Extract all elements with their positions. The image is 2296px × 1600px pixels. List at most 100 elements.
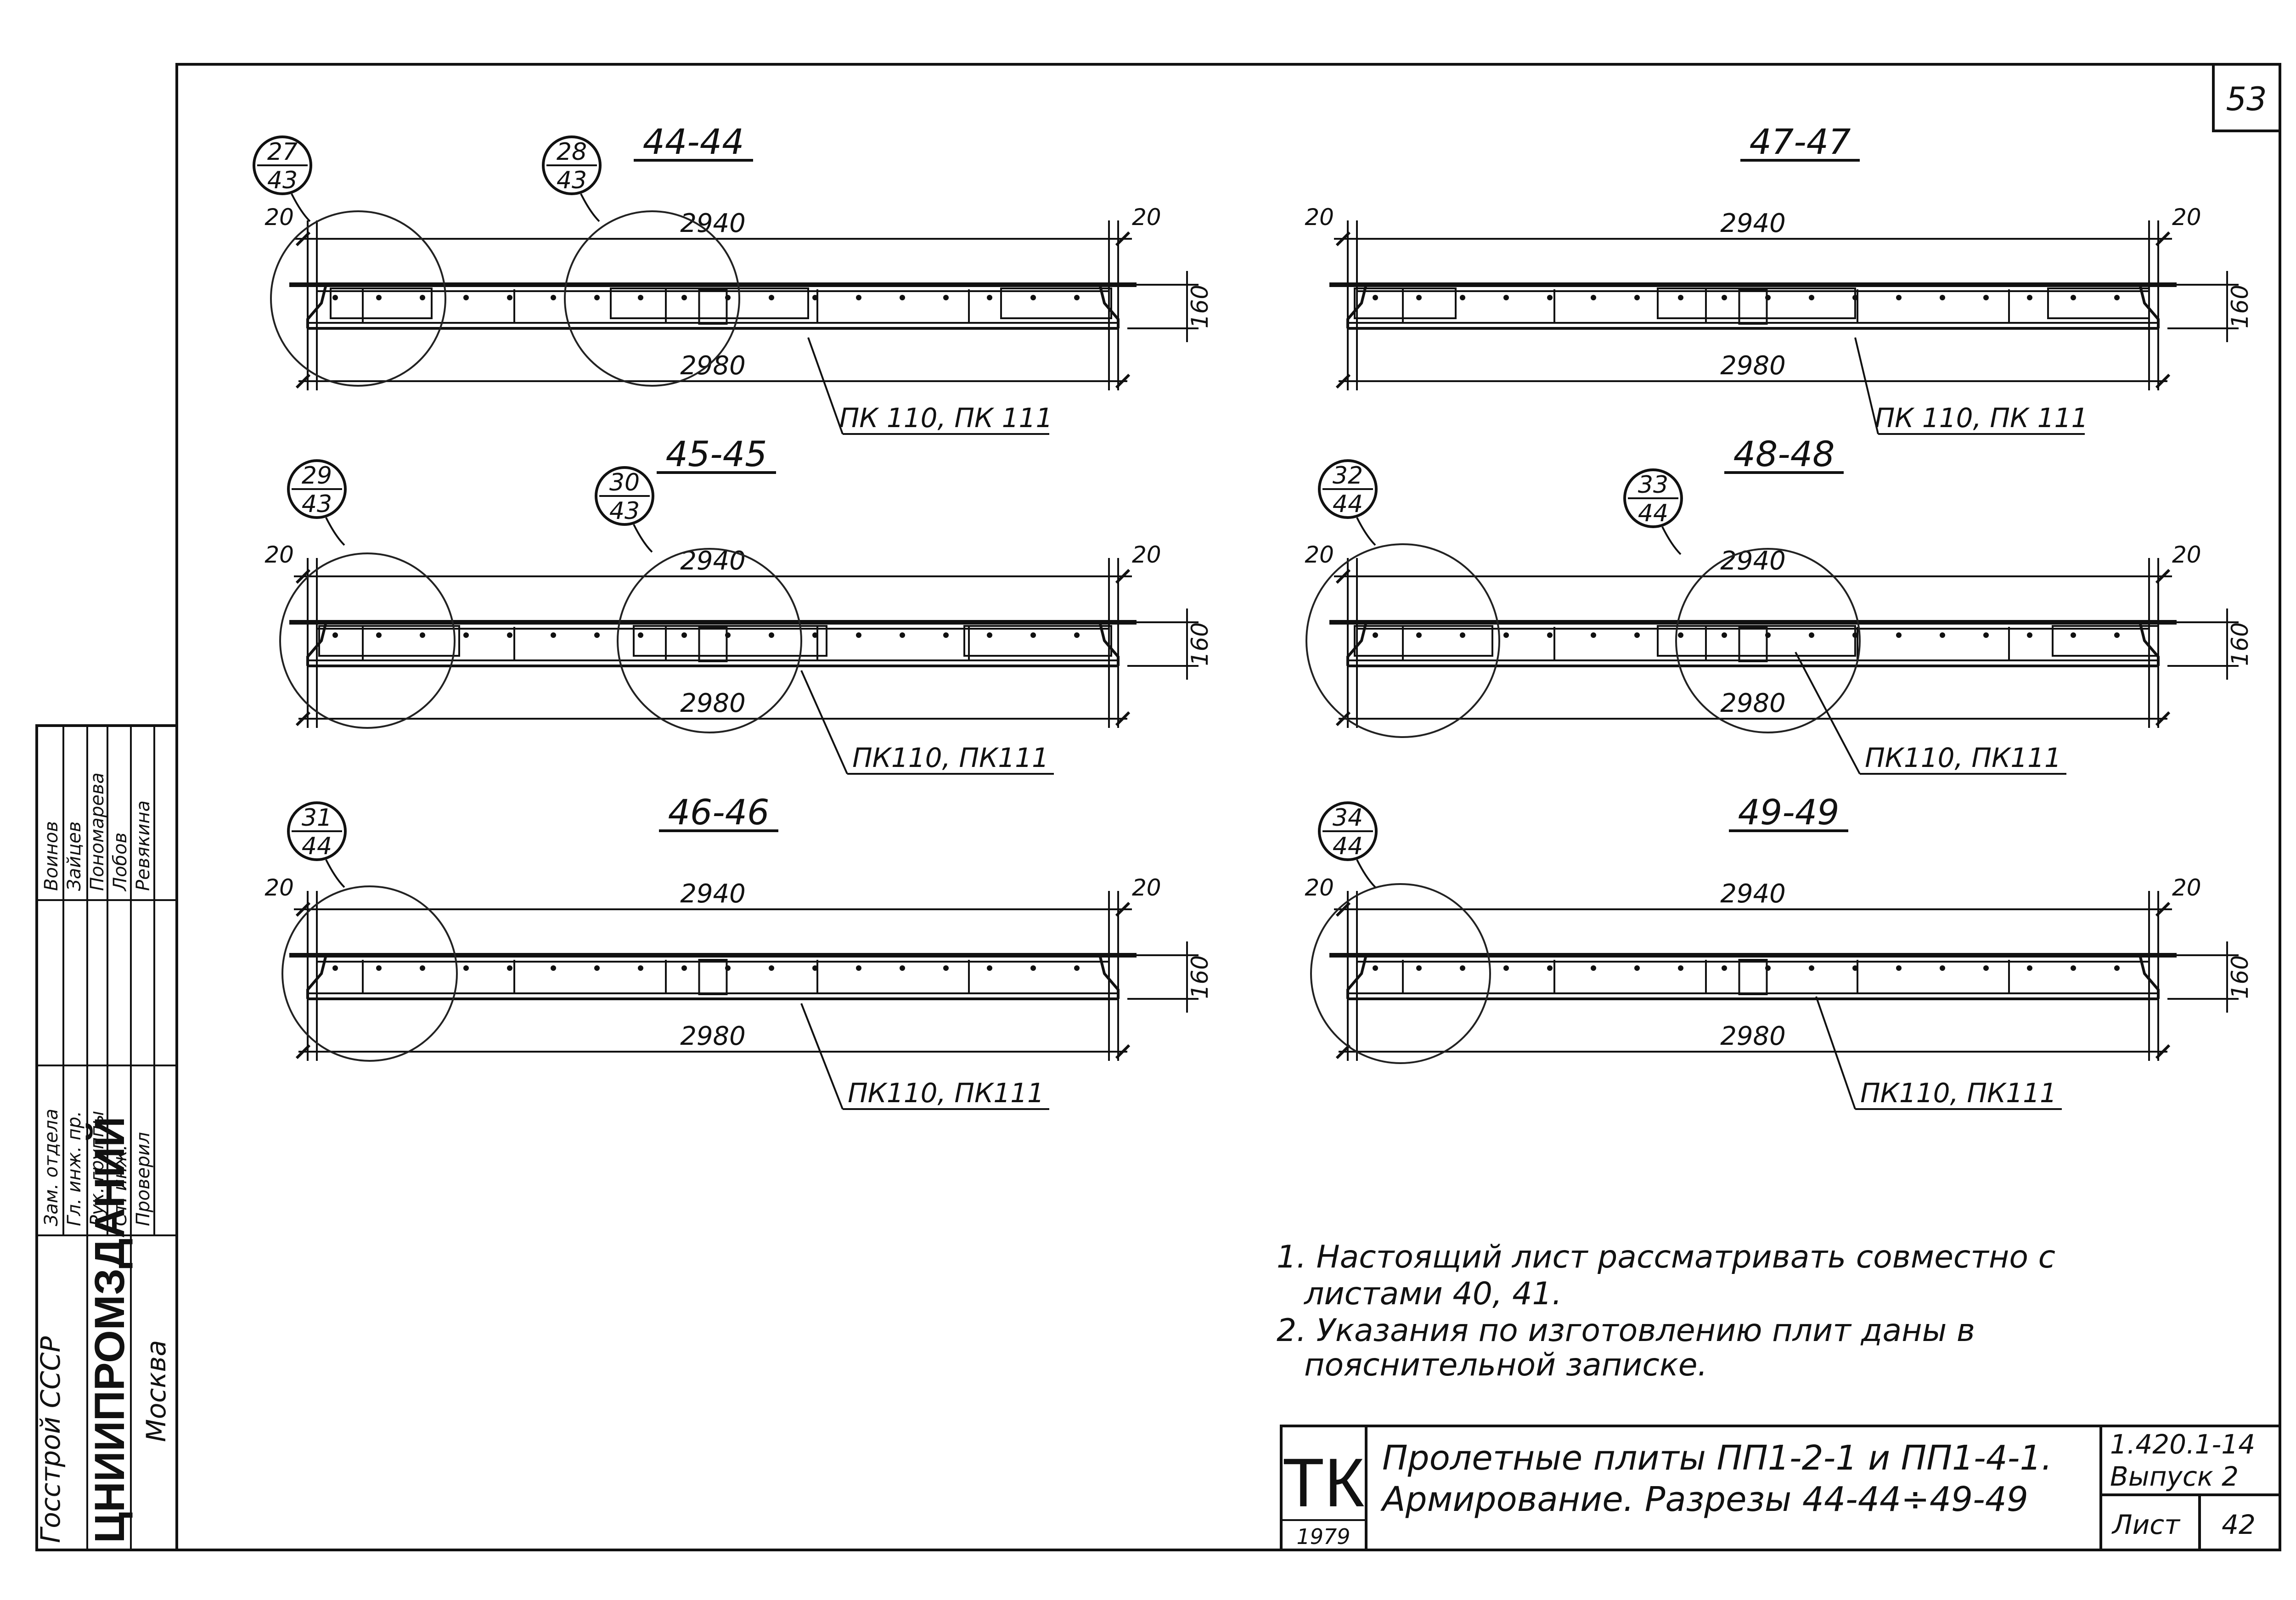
- note-line-1: 1. Настоящий лист рассматривать совместн…: [1277, 1239, 2055, 1275]
- section-title: 46-46: [668, 792, 770, 833]
- dim-tick: [295, 231, 311, 247]
- rebar-dot: [1678, 965, 1683, 971]
- rebar-dot: [900, 965, 905, 971]
- page-number-box: 53: [2212, 63, 2281, 132]
- stamp-name: Зайцев: [64, 821, 85, 891]
- label-leader: [807, 337, 844, 434]
- callout-bottom: 43: [302, 490, 332, 518]
- callout-bottom: 43: [609, 497, 640, 525]
- detail-circle: [281, 885, 458, 1062]
- callout-circle: [287, 459, 347, 519]
- stamp-role-row: Гл. инж. пр.: [64, 1111, 85, 1226]
- stamp-role: Гл. инж. пр.: [64, 1111, 85, 1226]
- dim-label-left: 20: [1305, 541, 1334, 568]
- dim-tick: [1335, 373, 1351, 389]
- section-label: ПК110, ПК111: [852, 742, 1049, 773]
- rebar-dot: [638, 965, 643, 971]
- rebar-dot: [987, 632, 992, 638]
- rib-outline: [610, 287, 809, 319]
- label-leader: [800, 1003, 844, 1110]
- rebar-dot: [856, 295, 861, 300]
- rebar-dot: [1678, 632, 1683, 638]
- detail-circle: [1310, 883, 1491, 1064]
- stamp-role: Рук. группы: [87, 1111, 108, 1226]
- dim-tick: [1115, 901, 1131, 917]
- stamp-name-row: Лобов: [110, 833, 131, 892]
- side-stamp: Госстрой СССР ЦНИИПРОМЗДАНИЙ Москва Зам.…: [35, 724, 178, 1551]
- stamp-name: Пономарева: [87, 772, 108, 891]
- rebar-dot: [1896, 965, 1902, 971]
- callout-bottom: 44: [302, 833, 332, 860]
- callout-top: 30: [609, 469, 640, 496]
- label-leader: [1795, 652, 1861, 774]
- title-line-1: Пролетные плиты ПП1-2-1 и ПП1-4-1.: [1382, 1438, 2052, 1478]
- dim-tick: [295, 711, 311, 727]
- title-year: 1979: [1296, 1524, 1350, 1549]
- notes: 1. Настоящий лист рассматривать совместн…: [1277, 1239, 2055, 1383]
- rebar-dot: [856, 632, 861, 638]
- label-leader: [1815, 996, 1856, 1110]
- section-label: ПК 110, ПК 111: [839, 402, 1053, 434]
- rib-outline: [1657, 287, 1856, 319]
- callout-circle: [1623, 468, 1683, 528]
- callout-leader: [1661, 526, 1682, 555]
- callout-top: 27: [267, 138, 298, 166]
- section-title: 48-48: [1733, 434, 1835, 474]
- rebar-dot: [1983, 965, 1989, 971]
- rebar-dot: [1983, 632, 1989, 638]
- dim-label-right: 20: [2172, 204, 2201, 231]
- dim-tick: [295, 569, 311, 584]
- callout-circle: [1318, 801, 1378, 861]
- title-doc-code: 1.420.1-14: [2110, 1429, 2255, 1460]
- rebar-dot: [2071, 632, 2076, 638]
- lifting-insert: [1738, 959, 1768, 995]
- dim-label-right: 20: [1132, 874, 1161, 901]
- section-title: 44-44: [643, 121, 744, 162]
- rebar-dot: [1416, 965, 1422, 971]
- rebar-dot: [1030, 295, 1036, 300]
- height-label: 160: [1187, 622, 1213, 666]
- stamp-name-row: Зайцев: [64, 821, 85, 891]
- title-sheet-label: Лист: [2111, 1509, 2181, 1540]
- height-label-wrap: 160: [2227, 285, 2253, 328]
- rebar-dot: [1030, 632, 1036, 638]
- dim-tick: [2155, 231, 2171, 247]
- dim-label-left: 20: [1305, 204, 1334, 231]
- stamp-name: Лобов: [110, 833, 131, 892]
- rebar-dot: [1722, 295, 1727, 300]
- title-block: ТК 1979 Пролетные плиты ПП1-2-1 и ПП1-4-…: [1280, 1425, 2281, 1551]
- stamp-name: Воинов: [41, 821, 62, 891]
- detail-circle: [564, 210, 740, 387]
- rib-outline: [633, 625, 827, 657]
- rebar-dot: [1547, 295, 1553, 300]
- stamp-org1: Госстрой СССР: [35, 1336, 66, 1543]
- rebar-dot: [638, 632, 643, 638]
- detail-circle: [270, 210, 446, 387]
- rebar-dot: [2027, 632, 2032, 638]
- callout-leader: [1356, 859, 1376, 888]
- callout-leader: [325, 859, 345, 888]
- height-label-wrap: 160: [1187, 955, 1213, 999]
- rebar-dot: [1940, 632, 1945, 638]
- rebar-dot: [1940, 295, 1945, 300]
- rebar-dot: [1373, 295, 1378, 300]
- rebar-dot: [1983, 295, 1989, 300]
- dim-label-inner: 2940: [680, 879, 746, 909]
- rebar-dot: [1722, 632, 1727, 638]
- rebar-dot: [1547, 632, 1553, 638]
- dim-tick: [1335, 1044, 1351, 1059]
- dim-label-left: 20: [264, 541, 294, 568]
- lifting-insert: [698, 288, 728, 325]
- rebar-dot: [900, 632, 905, 638]
- rebar-dot: [507, 295, 512, 300]
- callout-leader: [633, 524, 653, 553]
- stamp-name-row: Ревякина: [133, 800, 154, 891]
- rebar-dot: [681, 632, 687, 638]
- dim-tick: [2155, 711, 2171, 727]
- rebar-dot: [2071, 965, 2076, 971]
- rib-outline: [963, 625, 1112, 657]
- callout-bottom: 43: [267, 167, 298, 194]
- rebar-dot: [420, 632, 425, 638]
